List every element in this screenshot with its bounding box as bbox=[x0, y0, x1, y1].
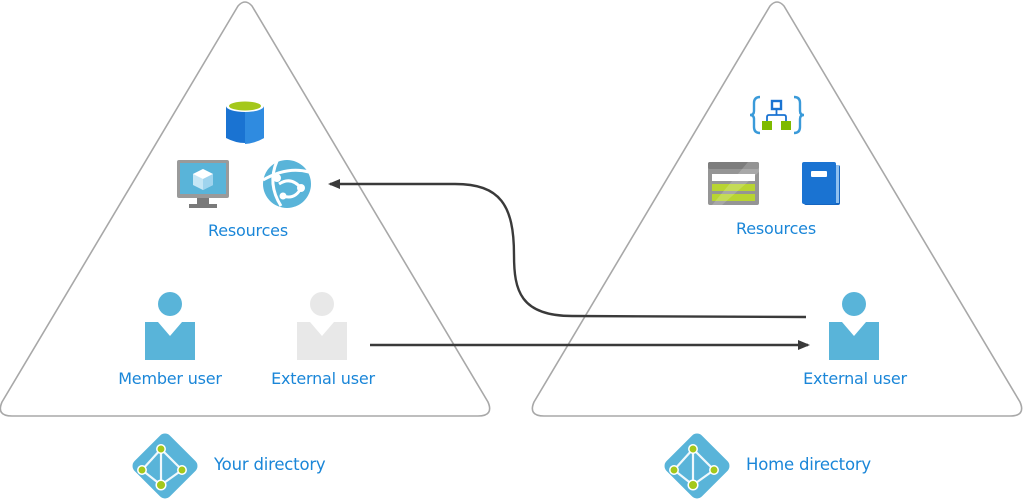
book-notebook-icon bbox=[802, 162, 840, 205]
right-external-user-label: External user bbox=[803, 369, 907, 388]
member-user-label: Member user bbox=[118, 369, 222, 388]
sql-database-icon bbox=[226, 100, 264, 144]
your-directory-label: Your directory bbox=[214, 455, 326, 474]
app-service-icon bbox=[262, 160, 311, 208]
left-directory-boundary bbox=[0, 1, 491, 417]
storage-table-icon bbox=[708, 162, 759, 205]
logic-app-icon bbox=[749, 95, 805, 135]
virtual-machine-icon bbox=[177, 160, 229, 208]
right-directory-boundary bbox=[531, 1, 1023, 417]
external-user-placeholder-icon bbox=[297, 292, 347, 360]
member-user-icon bbox=[145, 292, 195, 360]
right-resources-label: Resources bbox=[736, 219, 816, 238]
external-user-icon bbox=[829, 292, 879, 360]
left-resources-label: Resources bbox=[208, 221, 288, 240]
your-directory-icon bbox=[132, 433, 198, 499]
home-directory-label: Home directory bbox=[746, 455, 871, 474]
access-resources-arrow bbox=[328, 179, 807, 319]
home-directory-icon bbox=[664, 433, 730, 499]
left-external-user-label: External user bbox=[271, 369, 375, 388]
